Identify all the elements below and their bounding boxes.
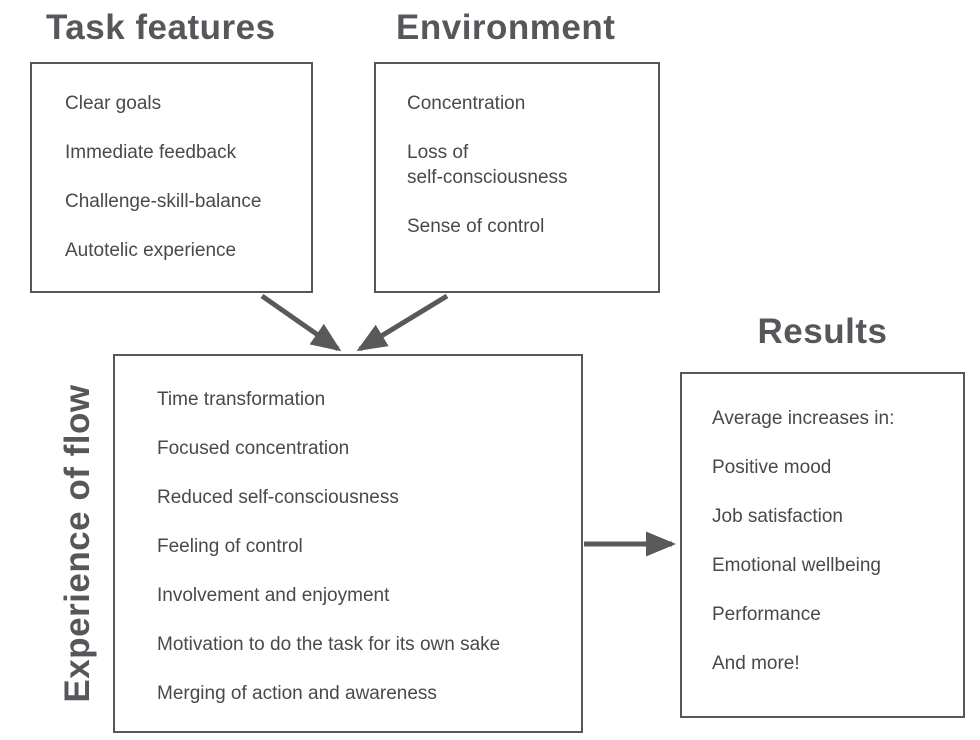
list-item: And more! (712, 653, 800, 674)
experience-of-flow-title: Experience of flow (58, 384, 97, 703)
list-item: Emotional wellbeing (712, 555, 881, 576)
list-item: Concentration (407, 93, 526, 114)
list-item: Reduced self-consciousness (157, 487, 399, 508)
list-item: Immediate feedback (65, 142, 237, 163)
results-title: Results (757, 312, 888, 351)
arrow-environment-to-flow (356, 293, 449, 352)
list-item: Autotelic experience (65, 240, 237, 261)
list-item: Loss of self-consciousness (407, 142, 568, 188)
arrow-task-features-to-flow (260, 293, 342, 352)
list-item: Time transformation (157, 389, 326, 410)
list-item: Average increases in: (712, 408, 895, 429)
list-item: Challenge-skill-balance (65, 191, 262, 212)
list-item: Performance (712, 604, 821, 625)
task-features-title: Task features (46, 8, 276, 47)
list-item: Job satisfaction (712, 506, 843, 527)
list-item: Sense of control (407, 216, 545, 237)
list-item: Involvement and enjoyment (157, 585, 390, 606)
list-item: Merging of action and awareness (157, 683, 437, 704)
list-item: Focused concentration (157, 438, 350, 459)
environment-title: Environment (396, 8, 616, 47)
list-item: Motivation to do the task for its own sa… (157, 634, 501, 655)
list-item: Clear goals (65, 93, 162, 114)
list-item: Feeling of control (157, 536, 303, 557)
list-item: Positive mood (712, 457, 832, 478)
